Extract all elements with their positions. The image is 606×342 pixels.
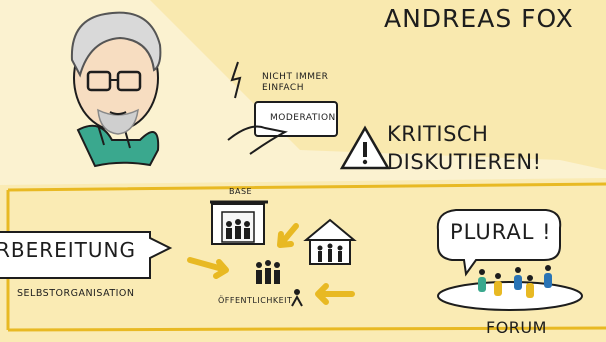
moderation-label: MODERATION	[270, 113, 336, 123]
lightning-icon	[230, 61, 242, 99]
vorbereitung-box	[0, 231, 173, 279]
plural-label: PLURAL !	[450, 220, 552, 244]
base-label: BASE	[229, 187, 253, 196]
nicht-immer-label: NICHT IMMER	[262, 72, 329, 82]
arrow-icons	[187, 223, 355, 305]
warning-icon	[339, 125, 391, 170]
speaker-name: ANDREAS FOX	[384, 4, 574, 33]
kritisch-diskutieren-note: KRITISCH DISKUTIEREN!	[387, 120, 557, 176]
plural-speech-bubble	[436, 209, 562, 277]
moderation-card-icon	[227, 101, 338, 155]
nicht-immer-einfach-note: NICHT IMMER EINFACH	[262, 72, 342, 94]
forum-people-icon	[478, 265, 552, 298]
diskutieren-label: DISKUTIEREN!	[387, 150, 542, 174]
town-hall-icon	[303, 218, 357, 265]
forum-label: FORUM	[486, 318, 547, 337]
selbstorganisation-label: SELBSTORGANISATION	[17, 288, 135, 299]
portrait-icon	[70, 11, 162, 168]
forum-platform-icon	[437, 281, 583, 311]
person-icon	[291, 289, 303, 307]
kritisch-label: KRITISCH	[387, 122, 489, 146]
oeffentlichkeit-label: ÖFFENTLICHKEIT	[218, 296, 293, 305]
top-highlight	[150, 0, 606, 170]
base-building-icon	[210, 200, 268, 245]
vorbereitung-label: RBEREITUNG	[0, 238, 136, 262]
einfach-label: EINFACH	[262, 83, 304, 93]
public-group-icon	[256, 260, 280, 284]
